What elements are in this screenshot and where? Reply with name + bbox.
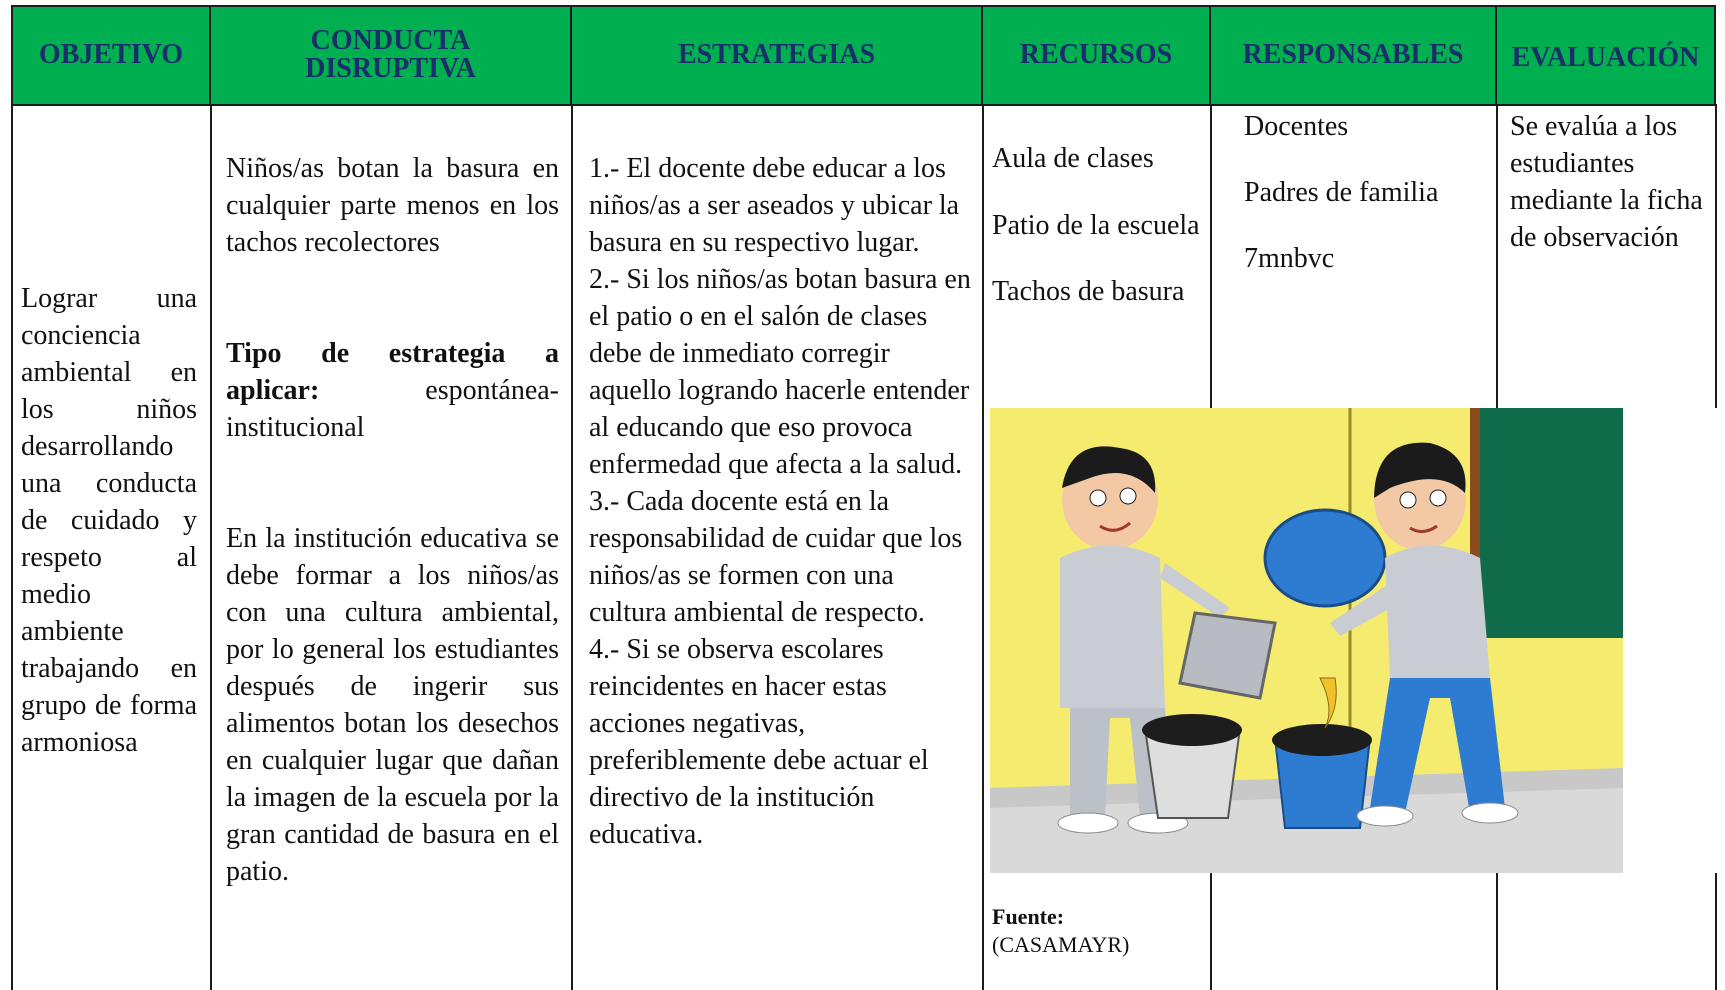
- responsable-docentes: Docentes: [1244, 111, 1349, 142]
- header-conducta-label: CONDUCTA DISRUPTIVA: [305, 25, 476, 84]
- evaluacion-cell: Se evalúa a los estudiantes mediante la …: [1510, 108, 1710, 256]
- col-divider-6-bottom: [1715, 873, 1717, 990]
- figure-source: Fuente: (CASAMAYR): [992, 903, 1129, 959]
- recurso-aula: Aula de clases: [992, 143, 1154, 174]
- girl-figure: [1330, 442, 1519, 827]
- bin-lid: [1263, 508, 1387, 608]
- strategy-type-label: Tipo de estrategia a aplicar:: [226, 338, 559, 406]
- recurso-patio: Patio de la escuela: [992, 210, 1200, 241]
- recurso-tachos: Tachos de basura: [992, 276, 1185, 307]
- estrategias-cell: 1.- El docente debe educar a los niños/a…: [589, 150, 974, 853]
- chalkboard: [1478, 408, 1623, 638]
- chalkboard-frame: [1470, 408, 1480, 648]
- responsable-padres: Padres de familia: [1244, 177, 1439, 208]
- estrategia-item-1: 1.- El docente debe educar a los niños/a…: [589, 153, 960, 258]
- col-divider-6-top: [1715, 104, 1717, 408]
- col-divider-3: [982, 104, 984, 990]
- col-divider-0: [11, 104, 13, 990]
- conducta-context: En la institución educativa se debe form…: [226, 523, 559, 887]
- strategy-type-value: espontánea-institucional: [226, 375, 559, 443]
- right-bin-bag: [1272, 724, 1372, 756]
- fuente-value: (CASAMAYR): [992, 932, 1130, 957]
- objetivo-text: Lograr una conciencia ambiental en los n…: [21, 283, 197, 758]
- col-divider-4-top: [1210, 104, 1212, 408]
- fuente-label: Fuente:: [992, 904, 1065, 929]
- col-divider-2: [571, 104, 573, 990]
- header-objetivo: OBJETIVO: [11, 6, 211, 104]
- recursos-cell: Aula de clases Patio de la escuela Tacho…: [992, 140, 1210, 310]
- col-divider-5-bottom: [1496, 873, 1498, 990]
- estrategia-item-3: 3.- Cada docente está en la responsabili…: [589, 486, 963, 628]
- col-divider-4-bottom: [1210, 873, 1212, 990]
- responsables-cell: Docentes Padres de familia 7mnbvc: [1244, 108, 1494, 277]
- conducta-cell: Niños/as botan la basura en cualquier pa…: [226, 150, 559, 890]
- header-evaluacion: EVALUACIÓN: [1497, 6, 1716, 104]
- header-conducta: CONDUCTA DISRUPTIVA: [211, 6, 572, 104]
- children-recycling-illustration: [990, 408, 1623, 873]
- objetivo-cell: Lograr una conciencia ambiental en los n…: [21, 280, 197, 761]
- illustration-svg: [990, 408, 1623, 873]
- conducta-description: Niños/as botan la basura en cualquier pa…: [226, 153, 559, 258]
- evaluacion-text: Se evalúa a los estudiantes mediante la …: [1510, 111, 1703, 253]
- strategy-type: Tipo de estrategia a aplicar: espontánea…: [226, 335, 559, 446]
- estrategia-item-4: 4.- Si se observa escolares reincidentes…: [589, 634, 929, 850]
- header-responsables-label: RESPONSABLES: [1242, 39, 1464, 70]
- header-recursos-label: RECURSOS: [1019, 39, 1173, 70]
- header-estrategias: ESTRATEGIAS: [572, 6, 983, 104]
- header-evaluacion-label: EVALUACIÓN: [1511, 42, 1700, 73]
- header-recursos: RECURSOS: [983, 6, 1211, 104]
- table-top-border: [11, 5, 1716, 7]
- responsable-other: 7mnbvc: [1244, 243, 1335, 274]
- header-bottom-border: [11, 104, 1716, 106]
- col-divider-5-top: [1496, 104, 1498, 408]
- banana-peel: [1319, 677, 1337, 729]
- header-estrategias-label: ESTRATEGIAS: [677, 39, 876, 70]
- dustpan: [1178, 611, 1277, 700]
- col-divider-1: [210, 104, 212, 990]
- recurso-patio-line1: Patio de la escuela: [992, 207, 1212, 244]
- header-responsables: RESPONSABLES: [1211, 6, 1497, 104]
- estrategia-item-2: 2.- Si los niños/as botan basura en el p…: [589, 264, 971, 480]
- header-objetivo-label: OBJETIVO: [38, 39, 184, 70]
- left-bin-bag: [1142, 714, 1242, 746]
